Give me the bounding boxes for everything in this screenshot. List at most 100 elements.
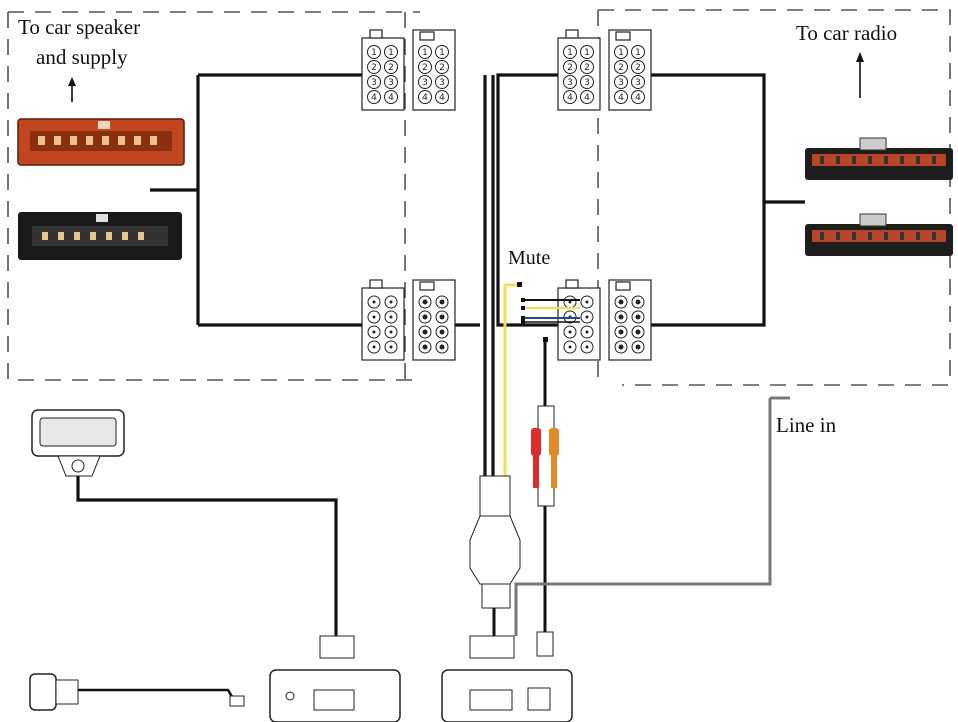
cable-junction	[469, 475, 521, 659]
connector-pin-dot	[568, 330, 572, 334]
connector-pin	[563, 90, 577, 104]
supply-plug-black	[18, 212, 182, 260]
connector-pin-dot	[618, 299, 624, 305]
connector-pin-dot	[439, 314, 445, 320]
connector-pin	[384, 75, 398, 89]
connector-pin	[384, 45, 398, 59]
connector-pin-dot	[618, 329, 624, 335]
connector-pin	[435, 90, 449, 104]
speaker-label-line1: To car speaker	[18, 15, 140, 39]
connector-pin-number: 4	[371, 93, 377, 103]
connector-pin-number: 4	[618, 93, 624, 103]
connector-pin-number: 3	[584, 78, 590, 88]
connector-pin-dot	[389, 345, 393, 349]
connector-pin-dot	[585, 300, 589, 304]
connector-pin-dot	[422, 299, 428, 305]
connector-pin	[631, 75, 645, 89]
connector-pin-dot	[389, 330, 393, 334]
connector-pin	[614, 90, 628, 104]
connector-pin	[418, 75, 432, 89]
connector-pin-dot	[635, 344, 641, 350]
left-dashed-region	[7, 11, 420, 381]
microphone-icon	[29, 673, 245, 711]
connector-pin-dot	[389, 315, 393, 319]
connector-pin-number: 4	[635, 93, 641, 103]
connector-pin	[580, 90, 594, 104]
line-in-cable	[514, 396, 790, 636]
connector-pin-dot	[389, 300, 393, 304]
connector-pin-number: 2	[567, 63, 573, 73]
connector-pin-number: 1	[635, 48, 641, 58]
module-left	[269, 669, 401, 722]
connector-pin	[367, 60, 381, 74]
radio-plug-bottom	[805, 213, 953, 256]
connector-pin	[631, 60, 645, 74]
connector-pin-number: 3	[439, 78, 445, 88]
connector-pin-number: 3	[388, 78, 394, 88]
connector-pin-number: 3	[422, 78, 428, 88]
connector-pin-number: 2	[422, 63, 428, 73]
connector-pin-number: 3	[618, 78, 624, 88]
connector-pin-dot	[585, 330, 589, 334]
connector-pin	[580, 60, 594, 74]
connector-pin-dot	[439, 344, 445, 350]
connector-pin-number: 1	[439, 48, 445, 58]
connector-pin-dot	[635, 314, 641, 320]
connector-pin	[631, 90, 645, 104]
connector-pin-number: 1	[422, 48, 428, 58]
connector-pin-dot	[635, 299, 641, 305]
connector-pin-number: 4	[388, 93, 394, 103]
connector-pin-dot	[568, 345, 572, 349]
connector-pin-number: 4	[584, 93, 590, 103]
connector-pin-number: 3	[567, 78, 573, 88]
speaker-arrow-icon	[68, 77, 76, 102]
connector-pin-dot	[635, 329, 641, 335]
connector-pin-dot	[618, 344, 624, 350]
connector-pin-number: 2	[618, 63, 624, 73]
speaker-label-line2: and supply	[36, 45, 128, 69]
connector-pin-dot	[585, 345, 589, 349]
line-in-label: Line in	[776, 413, 837, 437]
connector-pin-number: 2	[371, 63, 377, 73]
connector-pin	[367, 45, 381, 59]
radio-plug-top	[805, 137, 953, 180]
radio-label: To car radio	[796, 21, 897, 45]
display-unit-icon	[31, 409, 355, 659]
connector-pin	[580, 45, 594, 59]
connector-pin-dot	[568, 300, 572, 304]
connector-pin-number: 4	[567, 93, 573, 103]
connector-pin-dot	[618, 314, 624, 320]
connector-pin	[367, 75, 381, 89]
connector-pin-dot	[422, 314, 428, 320]
connector-pin	[614, 75, 628, 89]
connector-pin-number: 1	[567, 48, 573, 58]
connector-pin-dot	[372, 315, 376, 319]
connector-pin-dot	[422, 329, 428, 335]
connector-pin	[418, 45, 432, 59]
connector-pin	[435, 45, 449, 59]
connector-pin-dot	[372, 330, 376, 334]
connector-pin	[563, 45, 577, 59]
connector-pin-number: 3	[371, 78, 377, 88]
connector-pin-dot	[585, 315, 589, 319]
connector-pin-dot	[439, 329, 445, 335]
connector-pin-number: 1	[388, 48, 394, 58]
mute-wire	[503, 282, 522, 478]
connector-pin	[631, 45, 645, 59]
connector-pin-number: 4	[422, 93, 428, 103]
signal-wires	[521, 298, 580, 324]
speaker-plug-red	[17, 118, 185, 166]
connector-pin-number: 1	[584, 48, 590, 58]
connector-pin	[418, 90, 432, 104]
module-right	[441, 669, 573, 722]
rca-cable	[531, 337, 559, 657]
connector-pin	[614, 60, 628, 74]
connector-pin-dot	[372, 345, 376, 349]
connector-pin-number: 4	[439, 93, 445, 103]
connector-pin-number: 1	[618, 48, 624, 58]
connector-pin	[563, 60, 577, 74]
connector-pin	[367, 90, 381, 104]
connector-pin-number: 2	[439, 63, 445, 73]
connector-pin	[418, 60, 432, 74]
